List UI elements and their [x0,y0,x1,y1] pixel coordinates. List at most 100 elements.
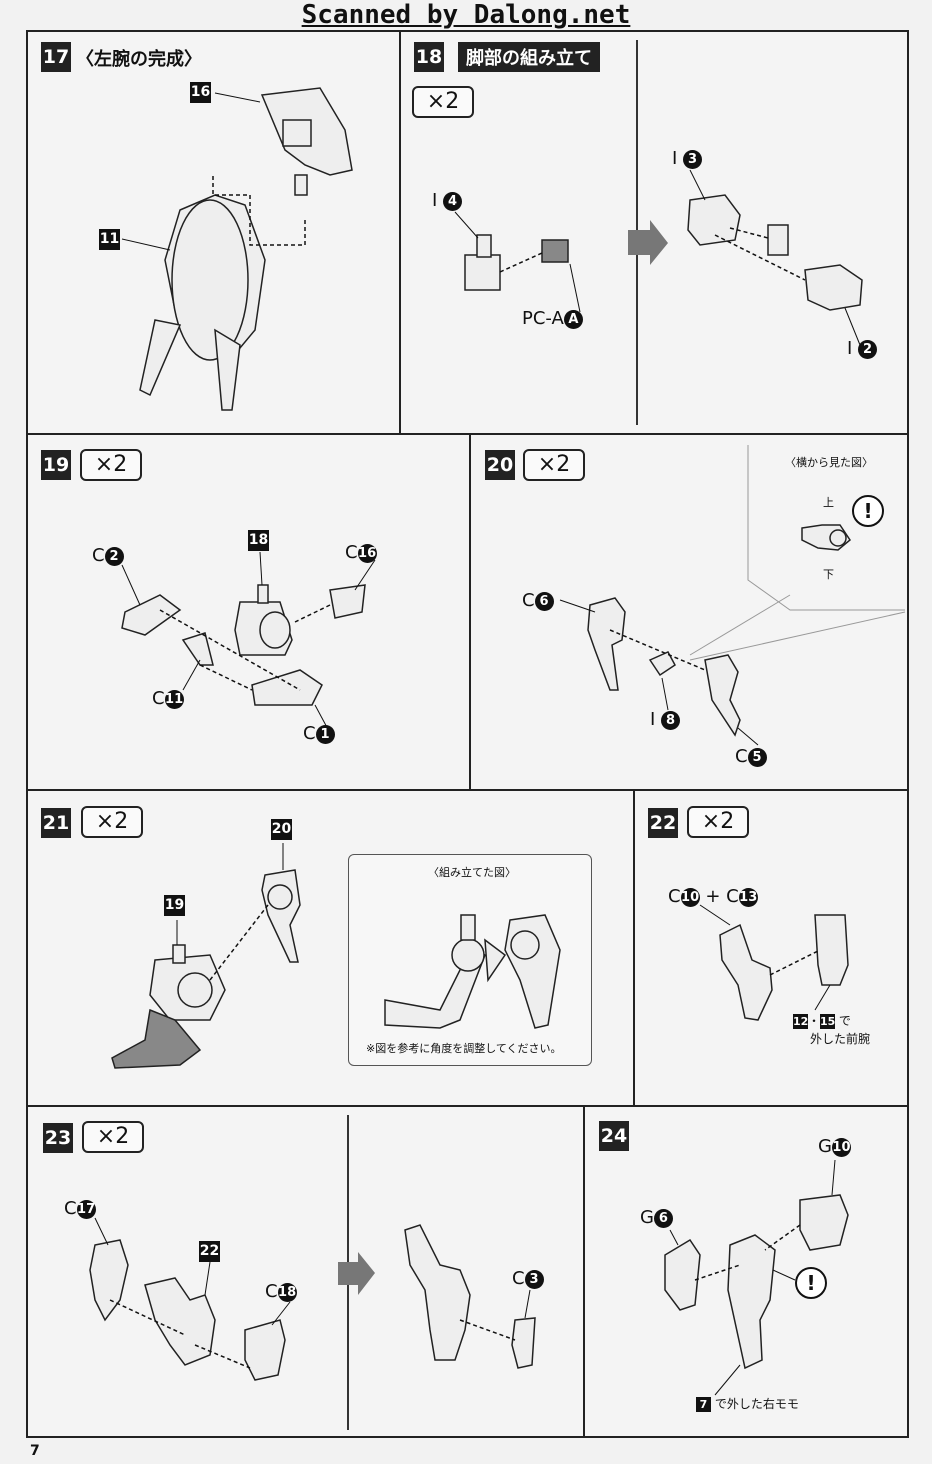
inset-title: 〈組み立てた図〉 [428,866,516,879]
part-label: C18 [265,1281,297,1302]
separator: ・ [808,1014,821,1028]
step-number: 18 [414,42,444,72]
caution-icon: ! [795,1267,827,1299]
quantity-badge: ×2 [687,806,749,838]
number: 5 [747,747,767,767]
step-18-drawing [454,169,863,346]
page-number: 7 [30,1443,40,1459]
number: 2 [104,546,124,566]
number: 18 [277,1282,297,1302]
quantity-badge: ×2 [523,449,585,481]
part-label: C10 + C13 [668,886,758,907]
step-number: 20 [485,450,515,480]
step-23-drawing [89,1217,536,1381]
part-label: C11 [152,688,184,709]
step-20-panel [469,433,909,791]
ref: 7 [696,1397,711,1412]
inset-note: ※図を参考に角度を調整してください。 [366,1042,562,1055]
letter: C [64,1198,77,1219]
step-17-arm-drawing [121,87,353,411]
step-number: 23 [43,1123,73,1153]
part-label: I 8 [650,709,681,730]
removed-forearm-note-2: 外した前腕 [810,1032,871,1046]
letter: I [672,148,678,169]
particle: で [838,1014,851,1028]
number: 1 [315,724,335,744]
letter: C [668,886,681,907]
number: 13 [738,887,758,907]
step-21-drawing [111,843,561,1069]
step-19-drawing [121,551,376,734]
number: 8 [661,710,681,730]
quantity-badge: ×2 [80,449,142,481]
part-label: G10 [818,1136,851,1157]
part-label: C17 [64,1198,96,1219]
part-ref: 16 [190,82,211,103]
letter: C [303,723,316,744]
removed-thigh-note: 7 で外した右モモ [696,1395,799,1412]
ref: 15 [820,1014,836,1029]
letter: C [265,1281,278,1302]
part-ref: 19 [164,895,185,916]
number: 2 [858,339,878,359]
step-24-drawing [664,1159,849,1396]
part-label: I 2 [847,338,878,359]
step-number: 19 [41,450,71,480]
part-label: I 4 [432,190,463,211]
watermark: Scanned by Dalong.net [301,0,631,30]
letter: C [92,545,105,566]
step-number: 17 [41,42,71,72]
caution-icon: ! [852,495,884,527]
letter: I [432,190,438,211]
letter: C [522,590,535,611]
part-ref: 11 [99,229,120,250]
number: 16 [357,543,377,563]
letter: G [640,1207,654,1228]
note-text: で外した右モモ [714,1397,799,1411]
side-view-caption: 〈横から見た図〉 [785,456,873,469]
step-title: 脚部の組み立て [458,42,600,72]
quantity-badge: ×2 [412,86,474,118]
number: 10 [680,887,700,907]
letter: C [152,688,165,709]
step-20-drawing [559,445,906,746]
number: A [563,309,583,329]
plus-sign: + [705,886,721,907]
letter: C [512,1268,525,1289]
removed-forearm-note: 12・15 で [793,1012,851,1029]
step-number: 22 [648,808,678,838]
arrow-right-icon [628,220,668,265]
part-ref: 18 [248,530,269,551]
down-label: 下 [823,568,834,581]
letter: I [650,709,656,730]
step-number: 21 [41,808,71,838]
quantity-badge: ×2 [81,806,143,838]
number: 6 [653,1208,673,1228]
step-number: 24 [599,1121,629,1151]
number: 17 [76,1199,96,1219]
up-label: 上 [823,496,834,509]
part-ref: 22 [199,1241,220,1262]
letter: PC-A [522,308,564,329]
ref: 12 [793,1014,809,1029]
letter: C [726,886,739,907]
letter: I [847,338,853,359]
number: 4 [443,191,463,211]
arrow-right-icon [338,1252,375,1295]
step-22-drawing [699,904,849,1021]
number: 11 [164,689,184,709]
number: 3 [524,1269,544,1289]
part-label: I 3 [672,148,703,169]
step-title: 〈左腕の完成〉 [76,49,202,70]
number: 6 [534,591,554,611]
letter: C [345,542,358,563]
letter: G [818,1136,832,1157]
